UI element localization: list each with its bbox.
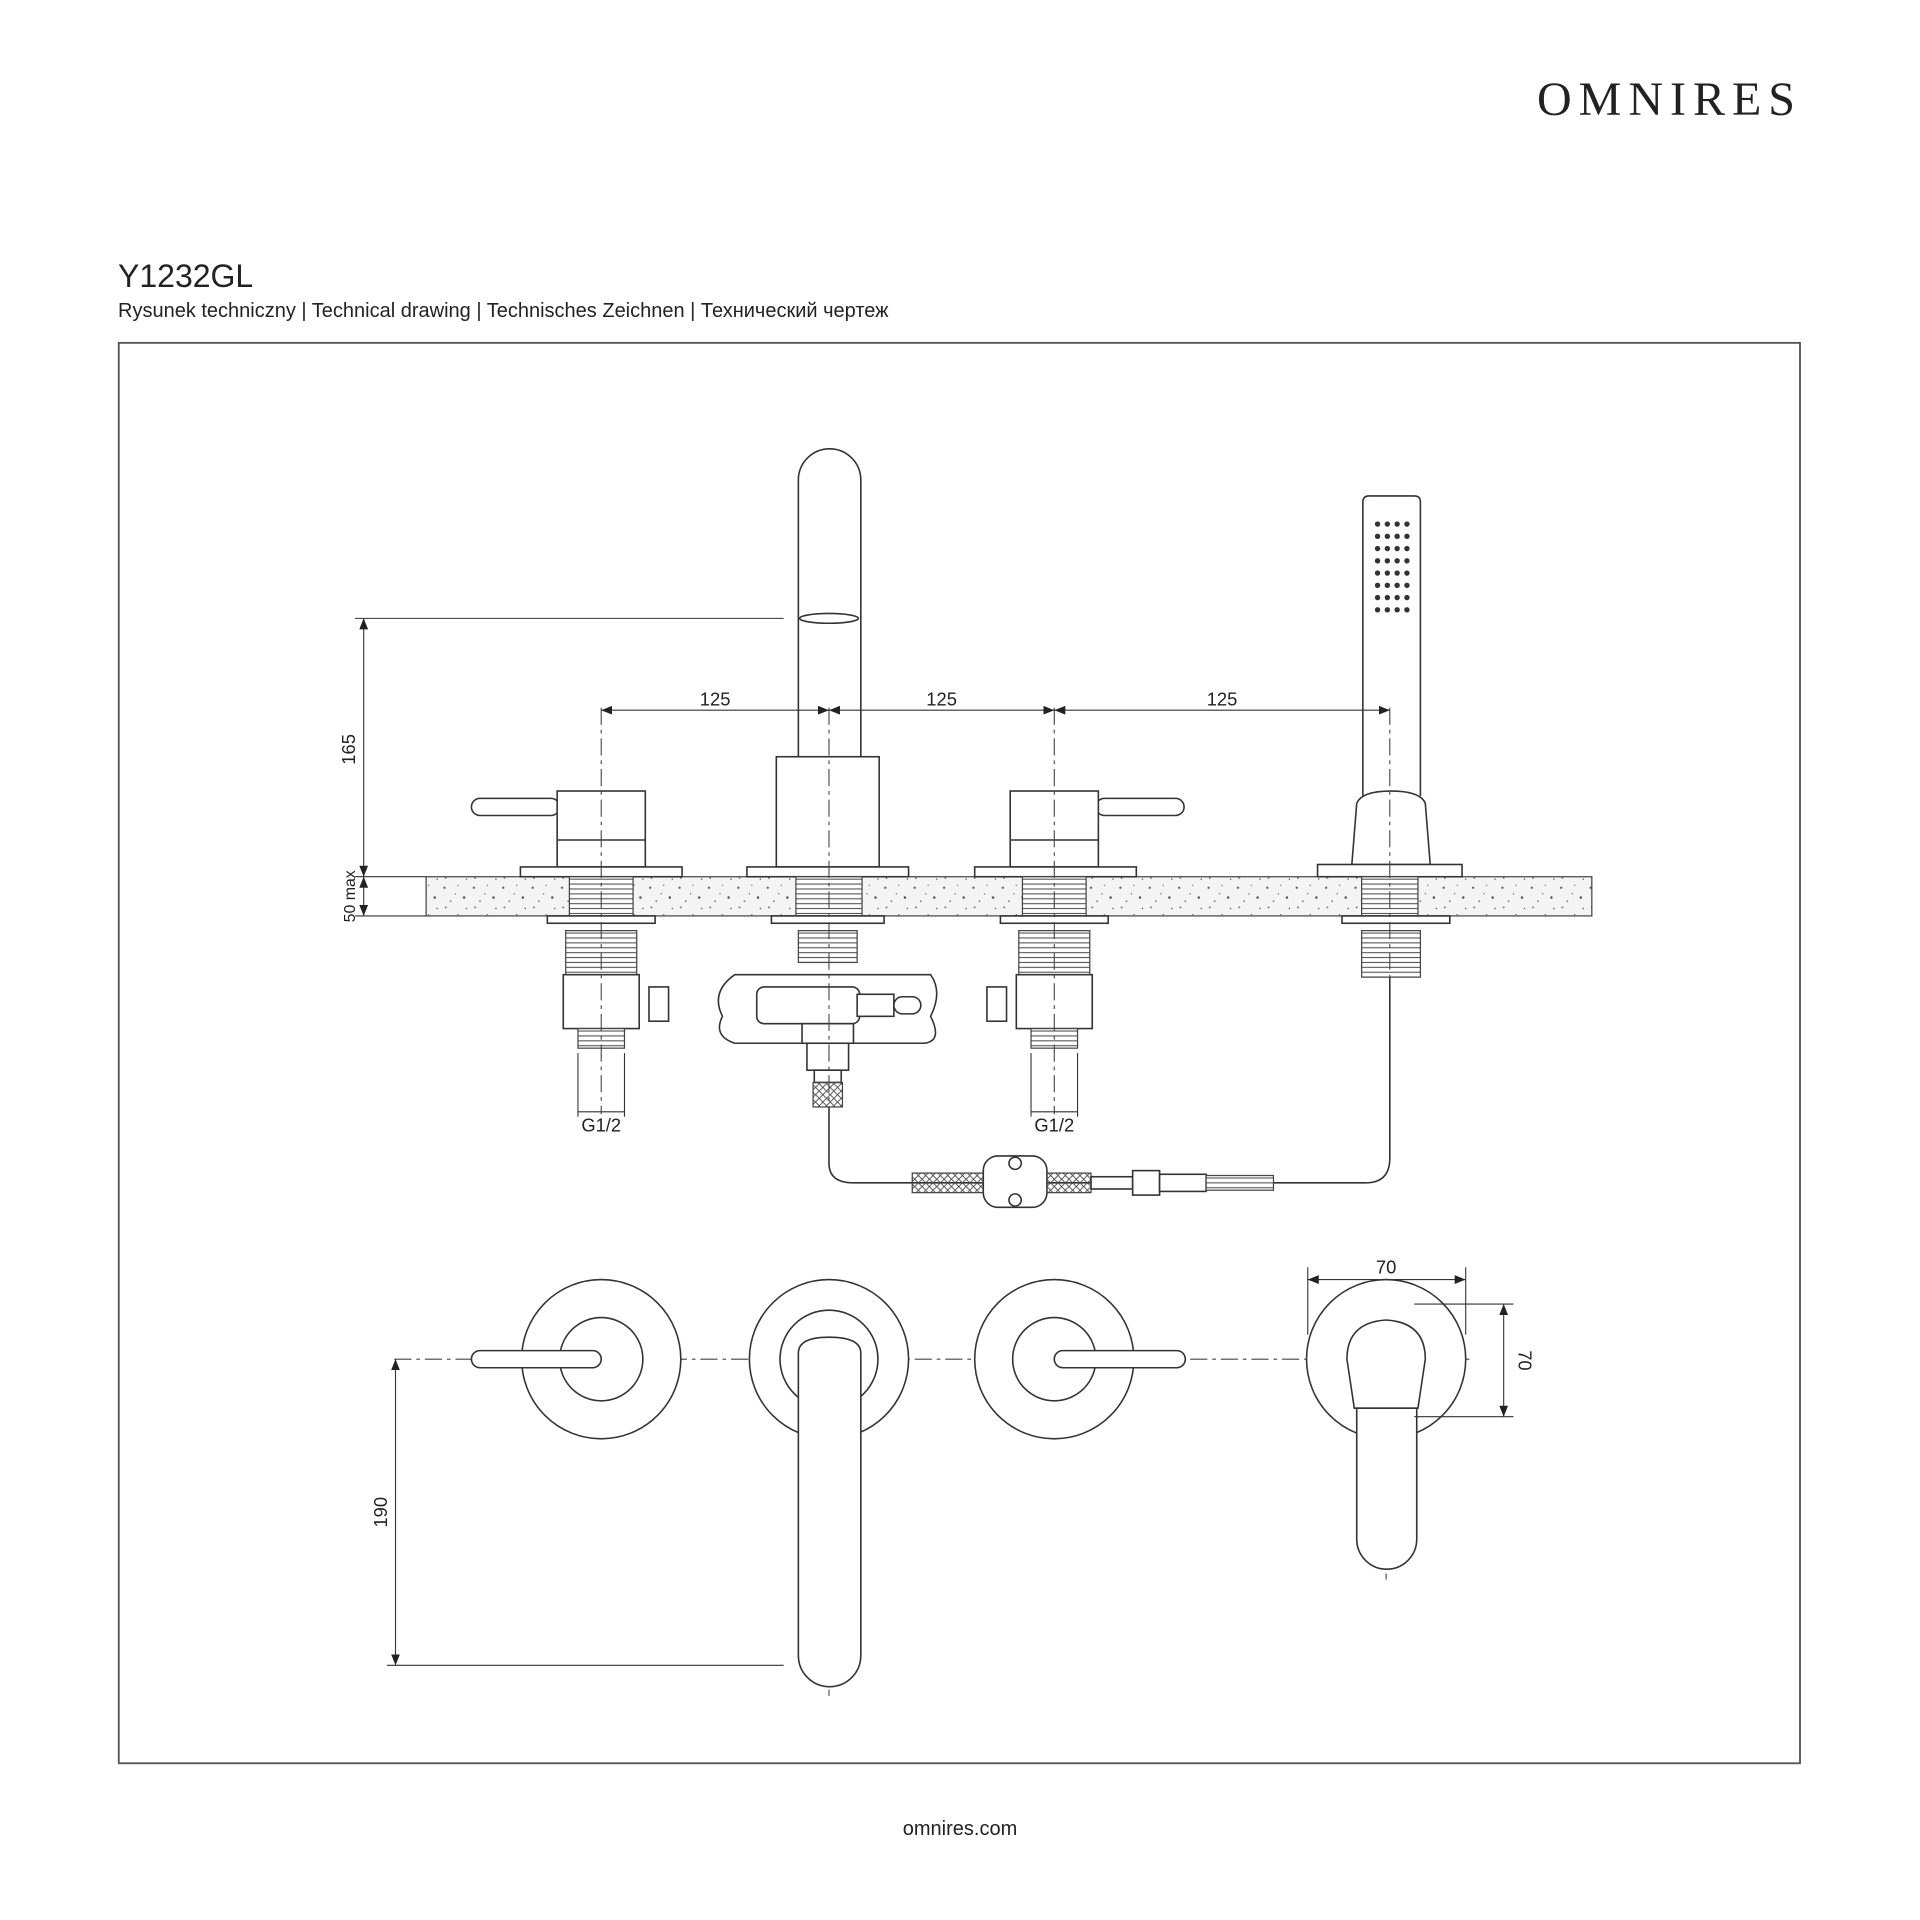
drawing-subtitle: Rysunek techniczny | Technical drawing |… xyxy=(118,300,889,322)
spout-plan xyxy=(748,1278,910,1688)
right-valve-plan xyxy=(973,1278,1187,1440)
dim-connection-right: G1/2 xyxy=(1034,1114,1074,1135)
dim-deck-thickness: 50 max xyxy=(342,870,359,922)
dim-spacing-3: 125 xyxy=(1207,688,1238,709)
dim-shower-width: 70 xyxy=(1376,1256,1396,1277)
shower-hose xyxy=(828,977,1391,1209)
dim-spout-reach: 190 xyxy=(370,1497,391,1528)
dimension-lines xyxy=(355,617,1390,1117)
dim-connection-left: G1/2 xyxy=(581,1114,621,1135)
hand-shower-plan xyxy=(1305,1278,1467,1570)
footer-website: omnires.com xyxy=(902,1818,1018,1840)
drawing-frame xyxy=(117,341,1801,1765)
spout-elevation xyxy=(717,447,938,1108)
left-valve-elevation xyxy=(470,790,683,1049)
model-number: Y1232GL xyxy=(118,258,254,294)
dim-spout-height: 165 xyxy=(338,734,359,765)
dim-shower-depth: 70 xyxy=(1514,1350,1535,1370)
brand-logo: OMNIRES xyxy=(1536,73,1802,126)
hand-shower-elevation xyxy=(1316,495,1463,978)
dim-spacing-1: 125 xyxy=(700,688,731,709)
left-valve-plan xyxy=(470,1278,682,1440)
dim-spacing-2: 125 xyxy=(926,688,957,709)
plan-dimension-lines xyxy=(386,1267,1514,1666)
right-valve-elevation xyxy=(973,790,1185,1049)
